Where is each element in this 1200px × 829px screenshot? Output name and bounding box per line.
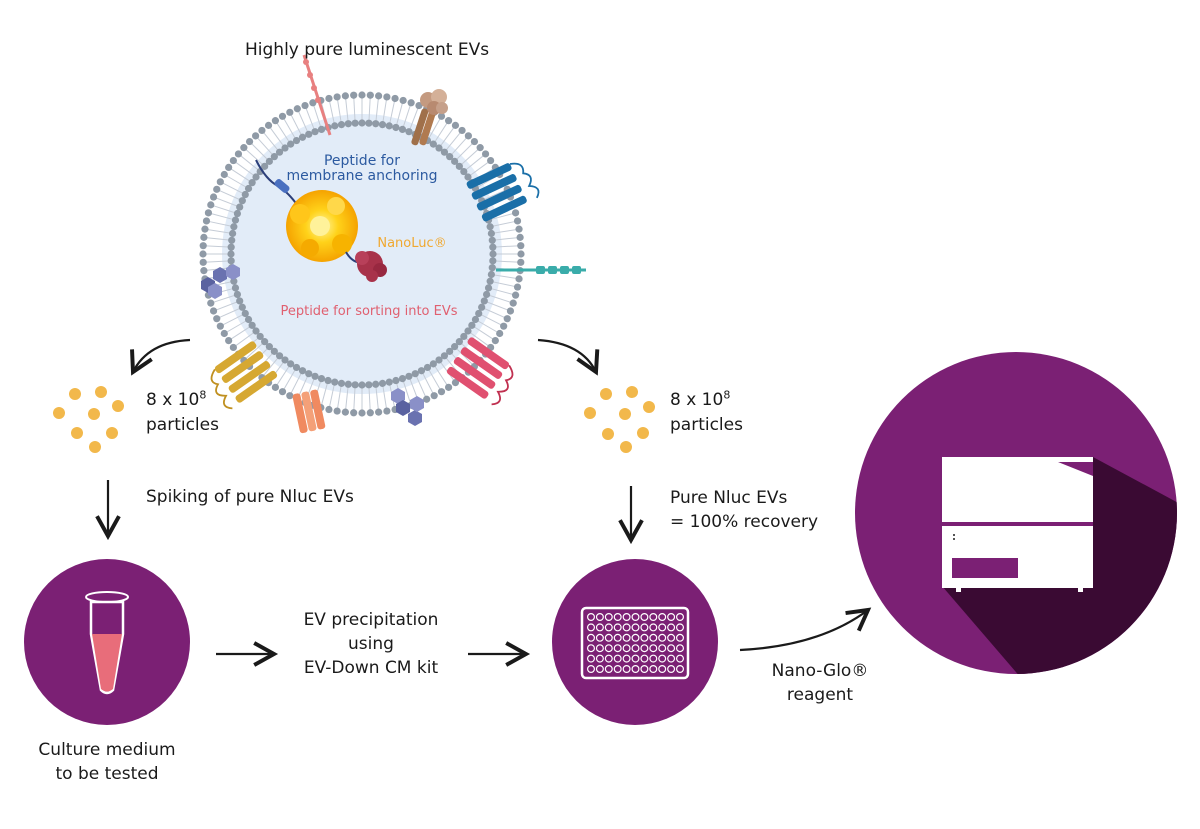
sorting-label: Peptide for sorting into EVs: [280, 304, 457, 319]
orange-membrane-protein: [292, 389, 326, 434]
arrow-ev-to-right: [537, 338, 600, 376]
anchoring-label-line2: membrane anchoring: [286, 168, 437, 184]
blue-transmembrane-protein: [466, 162, 540, 222]
right-count-base: 8 x 10: [670, 390, 724, 410]
anchoring-label-line1: Peptide for: [324, 153, 400, 169]
right-step-line1: Pure Nluc EVs: [670, 488, 788, 508]
left-particle-unit: particles: [146, 415, 219, 435]
brown-membrane-protein: [411, 89, 448, 146]
glycan-chain-left: [201, 264, 240, 299]
right-count-exponent: 8: [723, 388, 731, 402]
diagram-title: Highly pure luminescent EVs: [245, 40, 490, 60]
pink-surface-protein: [302, 54, 332, 136]
left-step-label: Spiking of pure Nluc EVs: [146, 487, 354, 507]
reagent-line2: reagent: [786, 685, 854, 705]
right-particle-unit: particles: [670, 415, 743, 435]
arrow-plate-to-reader: [739, 607, 872, 652]
extracellular-vesicle: Peptide for membrane anchoring NanoLuc® …: [199, 54, 586, 434]
left-count-base: 8 x 10: [146, 390, 200, 410]
particles-right: [584, 386, 655, 453]
nanoluc-label: NanoLuc®: [377, 236, 446, 251]
left-particle-count: 8 x 108: [146, 388, 206, 412]
right-particle-count: 8 x 108: [670, 388, 730, 412]
left-count-exponent: 8: [199, 388, 207, 402]
membrane-lipid-tails: [206, 98, 518, 410]
sample-label-line2: to be tested: [55, 764, 159, 784]
precipitation-line2: using: [348, 634, 394, 654]
nanoluc-fusion-construct: [255, 159, 387, 282]
yellow-transmembrane-protein: [210, 341, 278, 410]
reagent-line1: Nano-Glo®: [771, 661, 869, 681]
teal-surface-protein: [496, 266, 586, 274]
culture-tube-icon: [24, 559, 190, 725]
plate-reader-icon: [855, 352, 1177, 674]
microplate-icon: [552, 559, 718, 725]
sample-label-line1: Culture medium: [38, 740, 176, 760]
pink-transmembrane-protein: [446, 337, 514, 406]
particles-left: [53, 386, 124, 453]
arrows: [95, 338, 872, 667]
arrow-ev-to-left: [130, 338, 191, 376]
precipitation-line3: EV-Down CM kit: [303, 658, 439, 678]
precipitation-line1: EV precipitation: [303, 610, 439, 630]
right-step-line2: = 100% recovery: [670, 512, 819, 532]
glycan-chain-bottom: [391, 388, 424, 426]
